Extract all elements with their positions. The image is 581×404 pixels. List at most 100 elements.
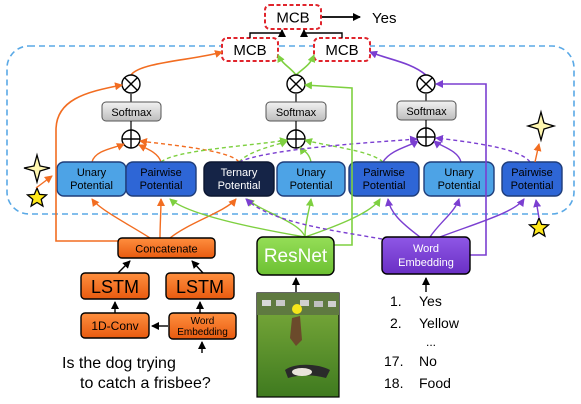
answer-list: 1. Yes 2. Yellow ... 17. No 18. Food [384, 293, 460, 391]
unary-potential-1-line2: Potential [70, 180, 113, 192]
mcb-left-label: MCB [233, 42, 266, 59]
ternary-to-plus1 [139, 137, 240, 163]
star-right-lower-arrow [533, 199, 542, 219]
pairwise1-to-plus2 [160, 137, 288, 163]
pairwise-potential-1-line1: Pairwise [140, 167, 182, 179]
mcb-top-box [264, 4, 322, 30]
softmax-label-2: Softmax [276, 107, 317, 119]
softmax-label-1: Softmax [111, 107, 152, 119]
pairwise-potential-2-line2: Potential [363, 180, 406, 192]
unary-potential-2 [276, 161, 346, 197]
att2-to-mcb2-arrow [295, 54, 316, 76]
star-icon-left-lower [25, 186, 49, 208]
dog-frisbee-photo [256, 292, 340, 398]
pairwise2-to-plus3 [382, 140, 419, 163]
question-embedding-box [168, 312, 237, 340]
ternary-potential [203, 161, 275, 197]
pairwise-potential-3 [501, 161, 563, 197]
unary3-to-plus3 [433, 140, 462, 163]
star-icon-right-upper [525, 109, 557, 143]
resnet-to-pairwise2 [304, 198, 381, 238]
unary2-to-plus2 [299, 146, 312, 163]
unary-potential-1-line1: Unary [77, 167, 107, 179]
answer-text-1: Yes [419, 293, 442, 309]
pairwise-potential-1 [125, 161, 197, 197]
answer-ellipsis: ... [426, 335, 436, 349]
lstm2-to-concat-arrow [191, 260, 204, 274]
pairwise-potential-2 [348, 161, 420, 197]
multiply-icon-1 [121, 74, 141, 94]
ternary-potential-line2: Potential [218, 180, 261, 192]
answer-num-18: 18. [384, 375, 403, 391]
star-left-arrow [35, 175, 53, 189]
pairwise3-to-plus3 [435, 134, 531, 163]
pairwise1-to-plus1 [138, 144, 162, 163]
unary1-to-plus1 [91, 143, 125, 163]
answer-to-attention-arrow [435, 80, 487, 256]
multiply-icon-2 [286, 74, 306, 94]
mcb-right-label: MCB [325, 42, 358, 59]
concatenate-box [117, 237, 216, 259]
answer-embedding-box [381, 236, 471, 275]
unary-potential-3 [423, 161, 495, 197]
lstm-box-1 [80, 272, 150, 300]
plus-icon-1 [121, 129, 141, 149]
att3-to-mcb-arrow [369, 50, 427, 76]
answer-embedding-line1: Word [413, 243, 439, 255]
concatenate-label: Concatenate [135, 244, 197, 256]
concat-to-unary1 [91, 198, 151, 239]
pairwise-potential-1-line2: Potential [140, 180, 183, 192]
star-right-upper-arrow [533, 143, 542, 163]
image-to-attention-arrow [304, 81, 353, 246]
resnet-box [256, 236, 335, 276]
star-icon-left-upper [23, 152, 51, 185]
answer-to-unary3 [429, 198, 461, 238]
answer-num-17: 17. [384, 353, 403, 369]
unary-potential-2-line1: Unary [296, 167, 326, 179]
multiply-icon-3 [416, 74, 436, 94]
answer-num-1: 1. [390, 293, 402, 309]
mcb-right-to-top-arrow [300, 29, 343, 38]
pairwise-potential-2-line1: Pairwise [363, 167, 405, 179]
plus-icon-3 [416, 127, 436, 147]
concat-to-pairwise1 [156, 198, 165, 239]
resnet-label: ResNet [264, 246, 328, 267]
plus-icon-2 [286, 129, 306, 149]
lstm1-to-concat-arrow [117, 260, 131, 274]
pairwise-potential-3-line2: Potential [511, 180, 554, 192]
unary-potential-2-line2: Potential [290, 180, 333, 192]
question-text-line1: Is the dog trying [62, 355, 176, 372]
answer-to-pairwise2 [385, 198, 421, 238]
ternary-potential-line1: Ternary [221, 167, 258, 179]
softmax-label-3: Softmax [406, 106, 447, 118]
lstm-label-2: LSTM [176, 277, 224, 297]
answer-text-17: No [419, 353, 437, 369]
answer-text-18: Food [419, 375, 451, 391]
mcb-top-label: MCB [276, 10, 309, 27]
question-to-attention-arrow [55, 82, 123, 242]
unary-potential-3-line2: Potential [438, 180, 481, 192]
lstm-label-1: LSTM [91, 277, 139, 297]
mcb-left-to-top-arrow [249, 29, 286, 38]
lstm-box-2 [165, 272, 235, 300]
star-icon-right-lower [527, 216, 551, 238]
question-embedding-line1: Word [191, 316, 215, 327]
conv-label: 1D-Conv [91, 319, 138, 333]
answer-text-2: Yellow [419, 315, 460, 331]
question-embedding-line2: Embedding [177, 327, 228, 338]
unary-potential-3-line1: Unary [444, 167, 474, 179]
answer-to-ternary [245, 198, 383, 240]
ternary-to-plus3 [238, 135, 418, 163]
pairwise-potential-3-line1: Pairwise [511, 167, 553, 179]
resnet-to-unary2 [304, 198, 314, 238]
answer-num-2: 2. [390, 315, 402, 331]
output-label: Yes [372, 10, 396, 27]
answer-to-pairwise3 [439, 198, 525, 238]
att1-to-mcb-arrow [130, 50, 223, 76]
potentials-region [6, 45, 575, 215]
conv-box [80, 312, 150, 339]
answer-embedding-line2: Embedding [398, 257, 454, 269]
pairwise2-to-plus2 [304, 138, 384, 163]
